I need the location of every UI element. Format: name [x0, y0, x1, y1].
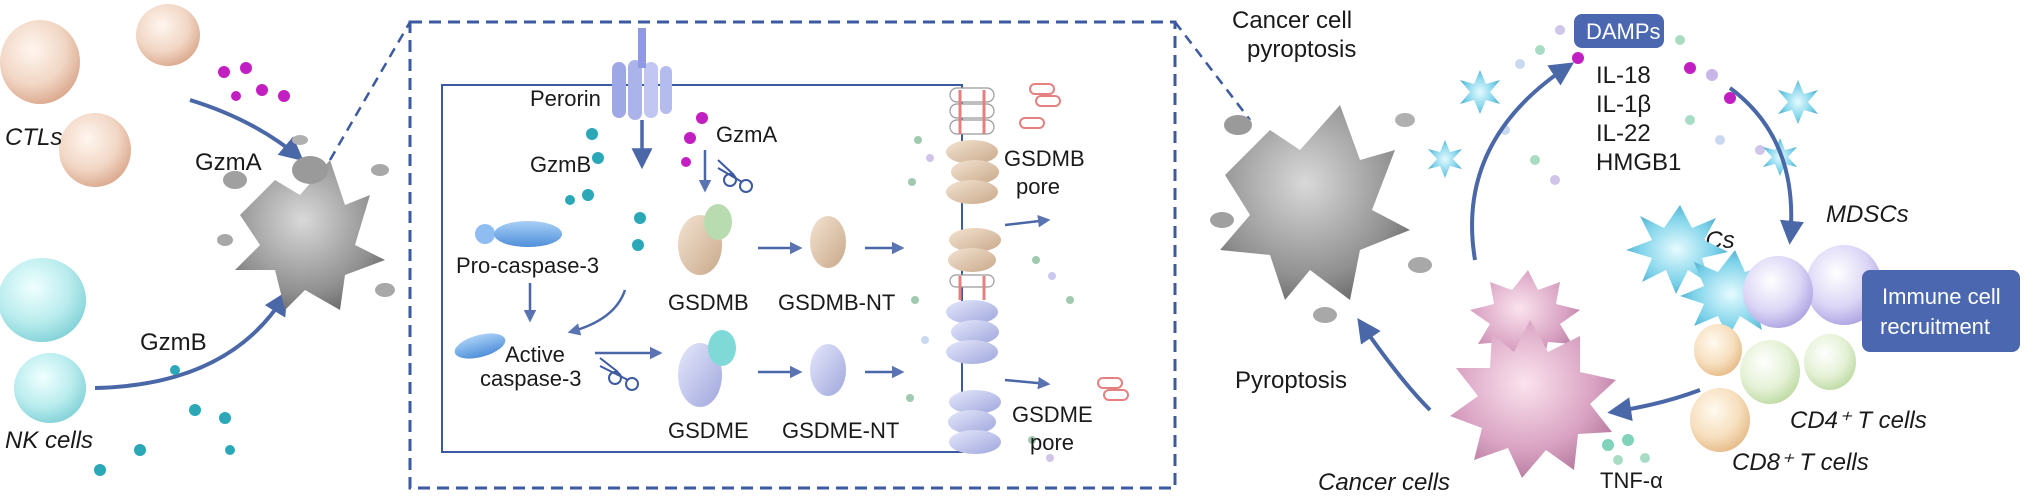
cancer-cells [1450, 270, 1616, 478]
left-panel: CTLs GzmA NK cells GzmB [0, 4, 412, 476]
mdscs-label: MDSCs [1826, 201, 1909, 228]
recruit-arrow [1728, 86, 1804, 245]
cancer-cells-label: Cancer cells [1318, 469, 1450, 496]
pyroptosis-label: Pyroptosis [1235, 367, 1347, 394]
ctl-cell [59, 113, 131, 187]
active-caspase-label-1: Active [505, 342, 565, 367]
gsdme-pore-label-1: GSDME [1012, 402, 1093, 427]
tnf-label: TNF-α [1600, 468, 1663, 493]
cd4-t-cell [1804, 334, 1856, 390]
damp-particles [1500, 25, 1765, 185]
zoom-line-top [328, 21, 412, 161]
cd8-t-cell [1690, 388, 1750, 452]
ctl-cell [0, 20, 80, 104]
recruitment-label-1: Immune cell [1882, 284, 2001, 309]
gsdmb-pore-label-2: pore [1016, 174, 1060, 199]
nk-label: NK cells [5, 427, 93, 454]
gzma-arrow [189, 98, 304, 162]
zoom-line-right [1174, 21, 1251, 121]
target-cancer-cell [217, 135, 395, 310]
pyroptosis-arrow [1357, 318, 1432, 412]
damps-item-3: HMGB1 [1596, 149, 1681, 176]
released-pore-fragments [1019, 83, 1129, 401]
gzmb-label-center: GzmB [530, 152, 591, 177]
dashed-frame [408, 20, 1177, 490]
gzma-particles [218, 62, 290, 102]
perforin-channel [612, 28, 672, 120]
cd8-label: CD8⁺ T cells [1732, 449, 1869, 476]
gsdme-nt-label: GSDME-NT [782, 418, 899, 443]
right-panel: Cancer cell pyroptosis DAMPs IL-18 IL-1β… [1174, 7, 2020, 496]
gsdme-pore-stack [946, 300, 1001, 454]
nk-cell [0, 258, 86, 342]
scissors-icon [717, 159, 753, 193]
gzmb-label-left: GzmB [140, 329, 207, 356]
recruitment-box [1862, 270, 2020, 352]
cd4-t-cell [1740, 340, 1800, 404]
mechanism-panel: Perorin GzmB GzmA Pro-caspase-3 Active c… [408, 20, 1177, 490]
pyroptosis-title-2: pyroptosis [1247, 36, 1356, 63]
damps-item-0: IL-18 [1596, 62, 1651, 89]
perforin-label: Perorin [530, 86, 601, 111]
damps-item-2: IL-22 [1596, 120, 1651, 147]
gsdme-label: GSDME [668, 418, 749, 443]
released-particles-center [906, 136, 1074, 462]
damps-item-1: IL-1β [1596, 91, 1651, 118]
cd8-t-cell [1694, 324, 1742, 376]
gsdme-release-arrow [1004, 376, 1051, 390]
gsdmb-nt-label: GSDMB-NT [778, 290, 895, 315]
gsdmb-label: GSDMB [668, 290, 749, 315]
gzmb-particles-center [565, 128, 646, 251]
gsdmb-pore-label-1: GSDMB [1004, 146, 1085, 171]
gsdmb-molecule [678, 204, 732, 275]
scissors-icon [599, 357, 639, 391]
gzma-label-center: GzmA [716, 122, 777, 147]
pyroptosis-title-1: Cancer cell [1232, 7, 1352, 34]
pyroptotic-cell [1210, 105, 1432, 323]
gsdmb-release-arrow [1004, 214, 1051, 228]
procaspase-label: Pro-caspase-3 [456, 253, 599, 278]
release-arrow [1470, 62, 1575, 261]
tcell-attack-arrow [1607, 388, 1701, 422]
active-caspase-3-molecule [454, 333, 506, 359]
tnf-particles [1602, 434, 1650, 465]
gzmb-to-caspase-arrow [567, 289, 627, 336]
gzma-particles-center [681, 112, 708, 167]
gsdme-nt-molecule [810, 344, 846, 396]
active-caspase-label-2: caspase-3 [480, 366, 582, 391]
gsdmb-nt-molecule [810, 216, 846, 268]
cd4-label: CD4⁺ T cells [1790, 407, 1927, 434]
gsdme-molecule [678, 330, 736, 407]
gzmb-particles-left [94, 365, 235, 476]
gzma-label: GzmA [195, 149, 262, 176]
procaspase-3-molecule [475, 221, 562, 247]
ctl-cell [136, 4, 200, 66]
damps-box [1574, 14, 1664, 48]
nk-cell [14, 353, 86, 423]
gsdme-pore-label-2: pore [1030, 430, 1074, 455]
recruitment-label-2: recruitment [1880, 314, 1990, 339]
mdsc-cell [1743, 256, 1813, 328]
gsdmb-pore-stack [946, 87, 1001, 300]
damps-label: DAMPs [1586, 19, 1661, 44]
gzmb-arrow-left [94, 290, 288, 390]
ctl-label: CTLs [5, 124, 62, 151]
